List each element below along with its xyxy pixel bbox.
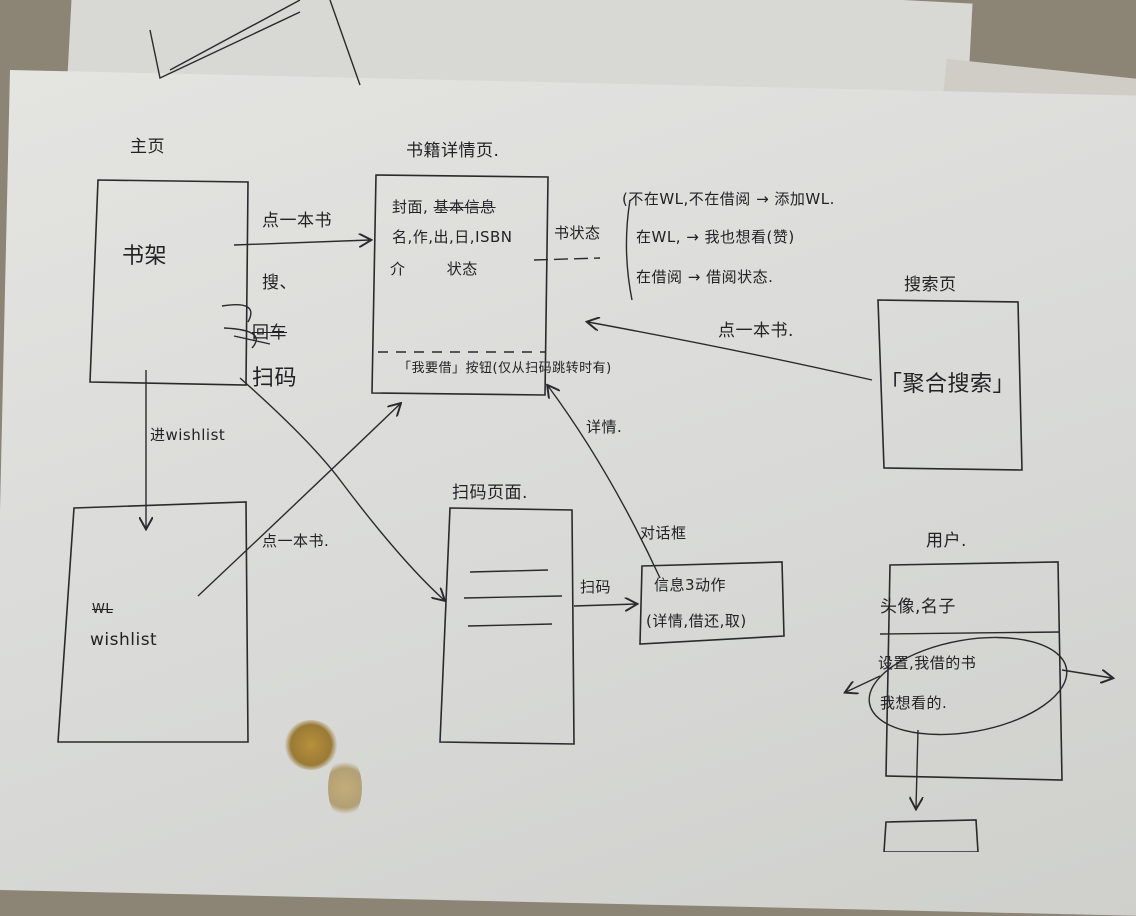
arrow-label-search: 搜、 (262, 273, 297, 293)
aggregate-search: 「聚合搜索」 (880, 372, 1016, 397)
user-page-box (885, 561, 1063, 781)
cover-label: 封面, (392, 198, 429, 216)
user-line1: 头像,名子 (880, 597, 956, 617)
detail-line3: 介 状态 (390, 258, 478, 279)
user-arrow-right (1061, 669, 1112, 678)
coffee-stain (284, 720, 338, 770)
arrow-search-scribble (221, 304, 271, 349)
scan-lines (463, 569, 563, 627)
user-arrow-down (916, 729, 918, 808)
sketch-lines (57, 0, 1136, 852)
arrow-scan-to-dialog (573, 604, 636, 606)
arrow-label-scan-struck: 回车 (252, 323, 287, 343)
coffee-stain-small (328, 756, 362, 820)
dialog-title: 对话框 (640, 524, 687, 542)
arrow-home-to-scan (239, 377, 444, 600)
status-not-in-wl: (不在WL,不在借阅 → 添加WL. (622, 190, 835, 208)
detail-line2: 名,作,出,日,ISBN (392, 228, 513, 246)
wishlist-page-box (57, 501, 249, 743)
status-dash (533, 257, 601, 261)
scan-page-title: 扫码页面. (452, 483, 528, 503)
back-paper-sketch (149, 0, 301, 80)
user-divider (879, 631, 1061, 635)
back-paper-edge (329, 0, 361, 86)
scan-page-box (439, 507, 575, 745)
status-in-wl: 在WL, → 我也想看(赞) (636, 228, 795, 246)
search-page-box (877, 299, 1023, 471)
wishlist-struck: WL (92, 602, 114, 617)
basic-info-struck: 基本信息 (433, 198, 496, 216)
detail-line1: 封面, 基本信息 (392, 196, 496, 217)
user-line3: 我想看的. (880, 694, 948, 712)
next-page-box (883, 819, 979, 852)
arrow-label-click-book-1: 点一本书 (262, 211, 332, 231)
detail-title: 书籍详情页. (406, 141, 500, 161)
home-page-box (89, 179, 249, 386)
user-arrow-left (846, 675, 881, 692)
arrow-search-to-detail (588, 322, 873, 381)
arrow-wishlist-to-detail (197, 404, 400, 597)
user-ellipse (868, 636, 1068, 736)
user-line2: 设置,我借的书 (878, 654, 977, 672)
arrow-label-click-book-3: 点一本书. (718, 321, 794, 341)
status-brace (625, 199, 633, 301)
status-label: 状态 (446, 260, 478, 278)
dialog-box (639, 561, 785, 645)
arrow-label-click-book-2: 点一本书. (262, 532, 330, 550)
bookshelf-label: 书架 (122, 244, 168, 269)
arrow-label-scan: 扫码 (252, 366, 298, 391)
dialog-line2: (详情,借还,取) (646, 612, 747, 630)
arrow-label-scan-code: 扫码 (580, 578, 612, 596)
intro-label: 介 (390, 260, 406, 278)
wishlist-label: wishlist (90, 630, 158, 650)
user-title: 用户. (926, 531, 967, 551)
arrow-home-to-detail (233, 240, 370, 245)
arrow-label-details: 详情. (586, 418, 623, 436)
dialog-line1: 信息3动作 (654, 576, 727, 594)
search-title: 搜索页 (904, 275, 957, 295)
home-title: 主页 (130, 137, 165, 157)
arrow-label-to-wishlist: 进wishlist (150, 426, 226, 444)
status-borrowed: 在借阅 → 借阅状态. (636, 268, 774, 286)
book-status-side: 书状态 (554, 224, 601, 242)
arrow-dialog-to-detail (548, 386, 661, 579)
borrow-button-note: 「我要借」按钮(仅从扫码跳转时有) (398, 361, 612, 376)
detail-page-box (371, 174, 549, 396)
